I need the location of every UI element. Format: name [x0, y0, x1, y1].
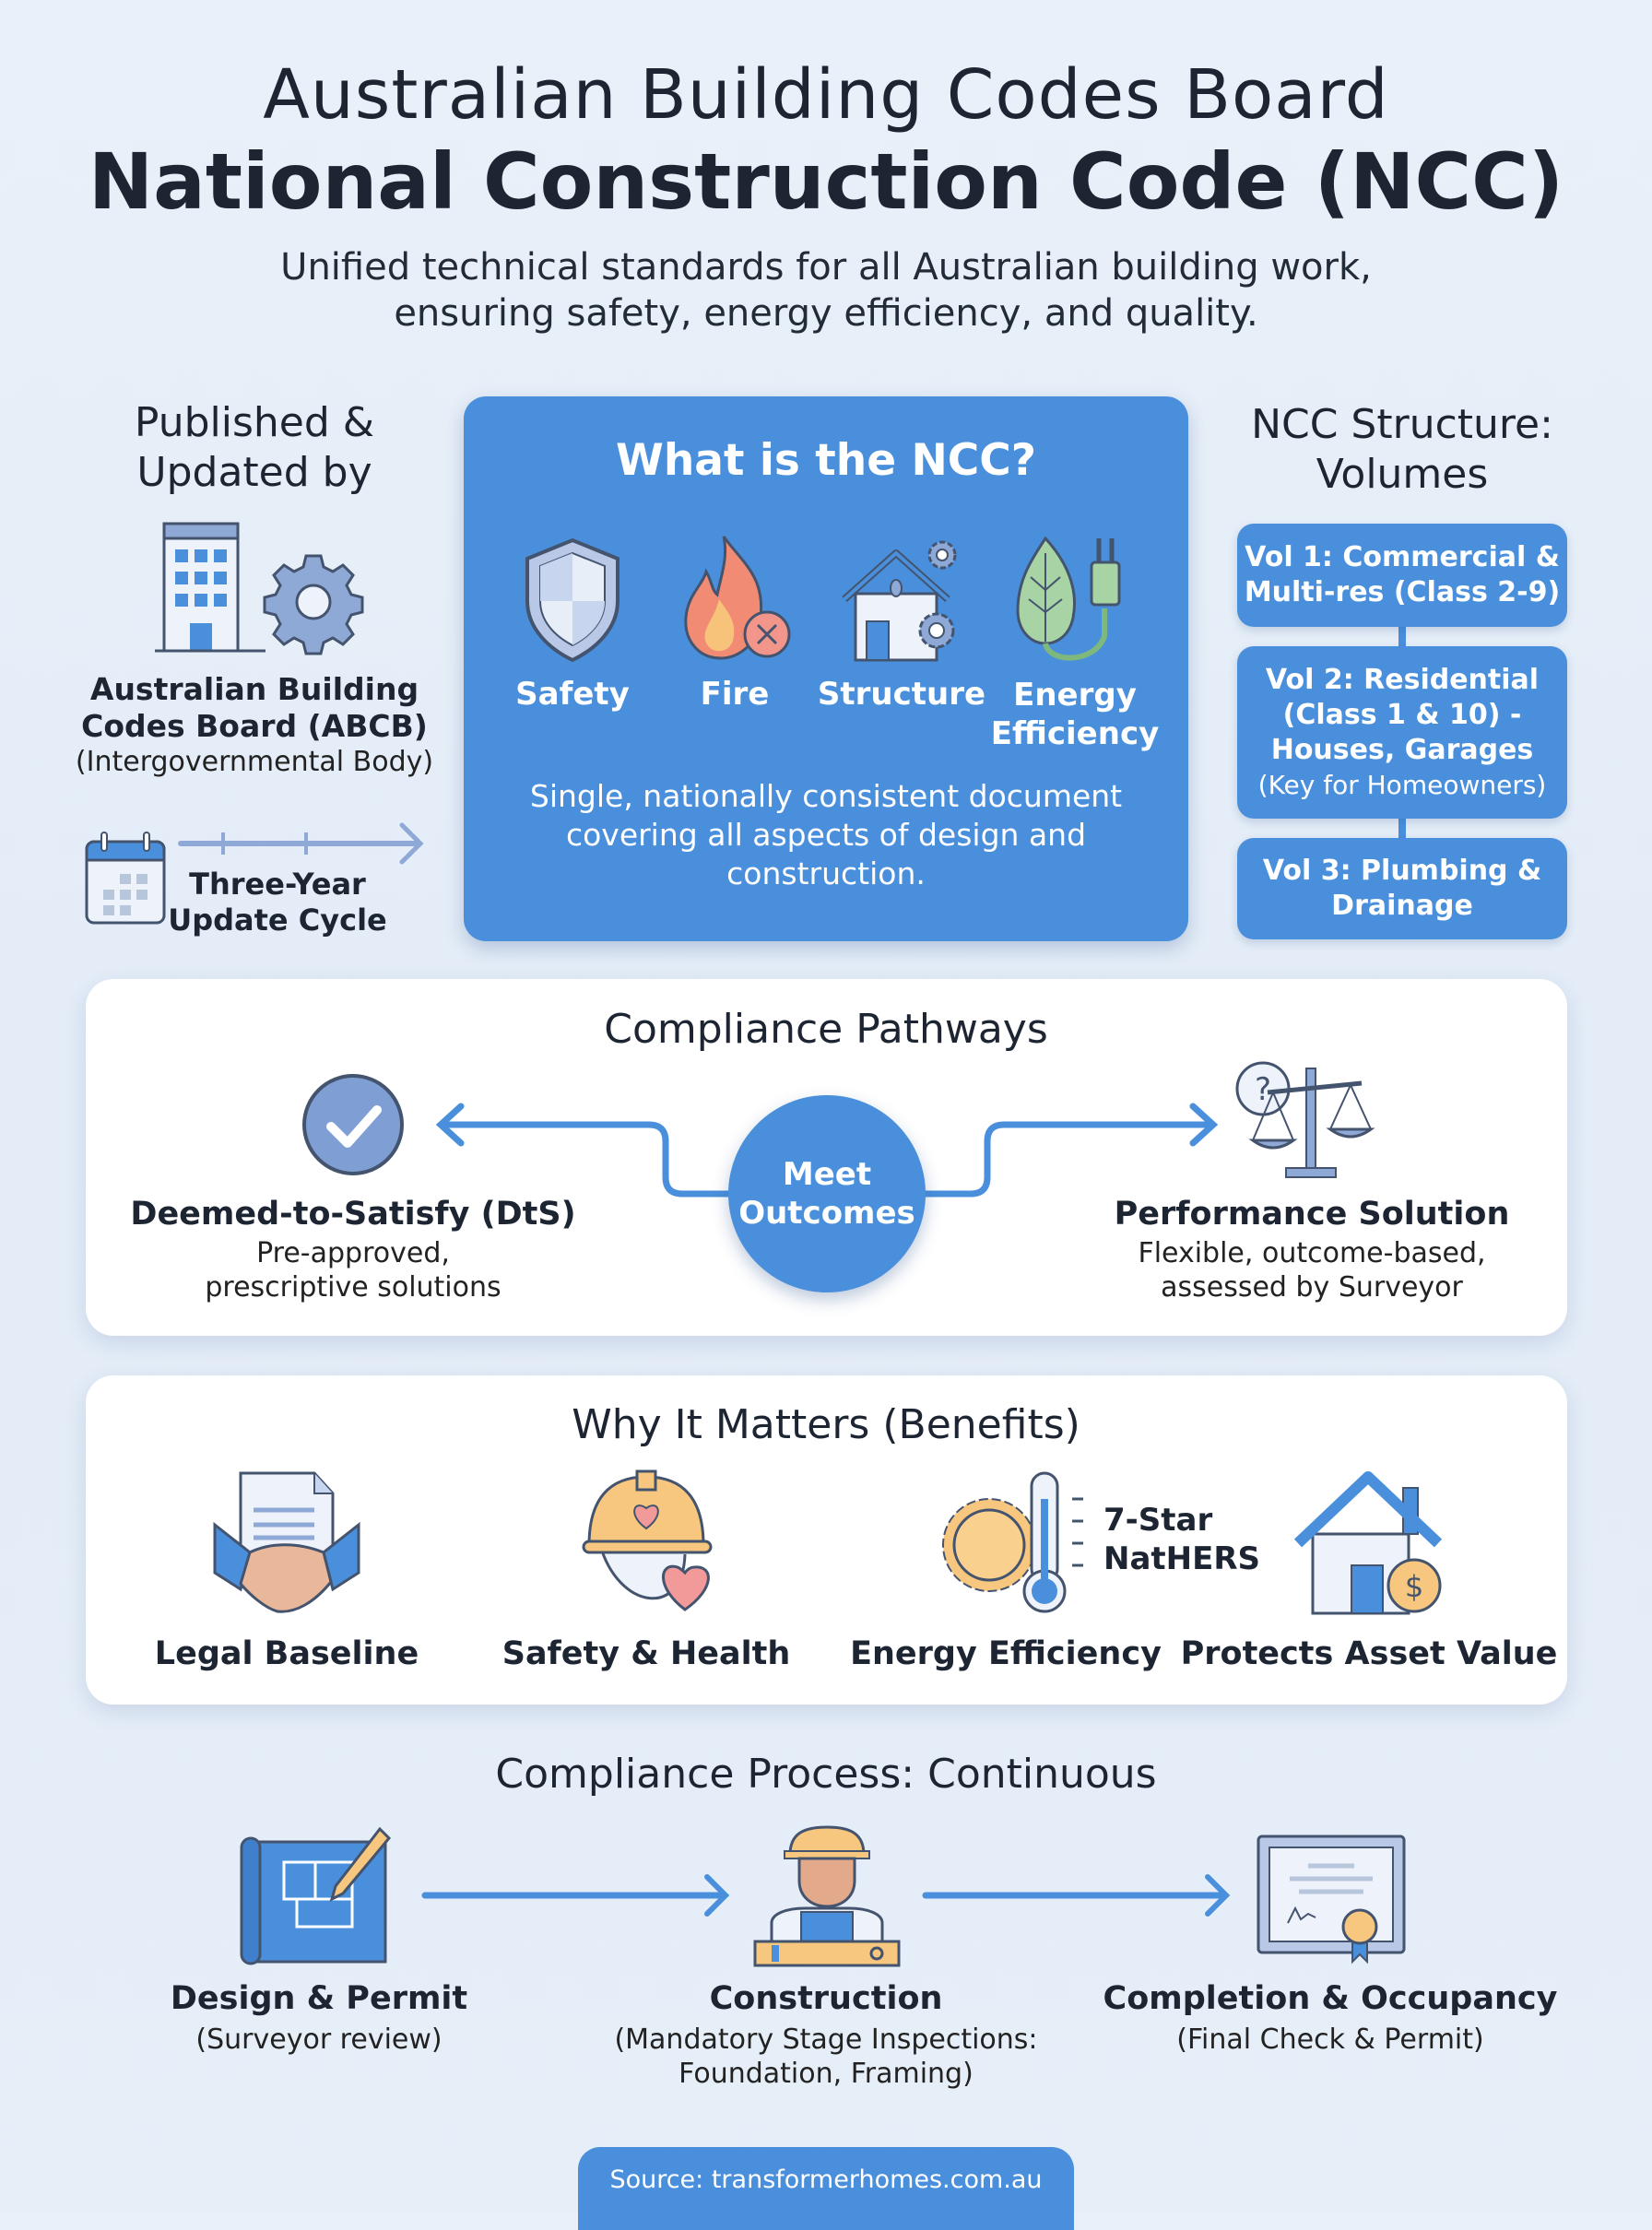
step-construction-title: Construction [709, 1980, 943, 2017]
volume-3: Vol 3: Plumbing &Drainage [1237, 838, 1567, 939]
pillar-fire: Fire [700, 676, 770, 713]
blueprint-pencil-icon [240, 1826, 392, 1965]
construction-worker-icon [753, 1825, 901, 1967]
step-design-title: Design & Permit [170, 1980, 468, 2017]
hardhat-heart-icon [582, 1469, 713, 1611]
publisher-org-note: (Intergovernmental Body) [75, 746, 434, 778]
performance-title: Performance Solution [1114, 1196, 1510, 1233]
benefit-asset-value: Protects Asset Value [1180, 1635, 1558, 1672]
pillar-safety: Safety [515, 676, 630, 713]
dts-title: Deemed-to-Satisfy (DtS) [130, 1196, 576, 1233]
shield-icon [525, 537, 620, 663]
svg-text:?: ? [1255, 1071, 1271, 1108]
publisher-heading: Published &Updated by [134, 399, 375, 496]
header-title-line1: Australian Building Codes Board [263, 55, 1389, 135]
step-completion-title: Completion & Occupancy [1103, 1980, 1558, 2017]
what-is-ncc-title: What is the NCC? [615, 435, 1037, 486]
performance-description: Flexible, outcome-based,assessed by Surv… [1138, 1237, 1486, 1304]
dts-description: Pre-approved,prescriptive solutions [205, 1237, 502, 1304]
gear-icon [263, 554, 364, 655]
step-completion-note: (Final Check & Permit) [1176, 2024, 1484, 2056]
pillar-structure: Structure [817, 676, 986, 713]
step-construction-note: (Mandatory Stage Inspections:Foundation,… [614, 2024, 1038, 2090]
benefit-energy-efficiency: Energy Efficiency [850, 1635, 1162, 1672]
sun-thermometer-icon [942, 1471, 1083, 1613]
leaf-plug-icon [1016, 536, 1121, 661]
checkmark-icon [302, 1074, 404, 1175]
house-dollar-icon: $ [1293, 1471, 1443, 1615]
benefit-legal-baseline: Legal Baseline [154, 1635, 419, 1672]
scales-question-icon: ? [1235, 1061, 1375, 1178]
fire-icon [684, 536, 791, 660]
volume-2: Vol 2: Residential(Class 1 & 10) -Houses… [1237, 646, 1567, 819]
process-arrow-1 [421, 1874, 730, 1917]
benefits-title: Why It Matters (Benefits) [572, 1401, 1080, 1448]
calendar-icon [85, 832, 166, 925]
svg-text:$: $ [1405, 1569, 1423, 1604]
building-icon [155, 522, 266, 653]
benefit-safety-health: Safety & Health [502, 1635, 791, 1672]
source-pill: Source: transformerhomes.com.au [578, 2147, 1074, 2230]
process-arrow-2 [922, 1874, 1231, 1917]
timeline-arrow [178, 822, 424, 865]
certificate-icon [1257, 1835, 1406, 1965]
house-gears-icon [842, 540, 957, 662]
header-subtitle: Unified technical standards for all Aust… [280, 246, 1372, 335]
volume-1: Vol 1: Commercial &Multi-res (Class 2-9) [1237, 524, 1567, 627]
step-design-note: (Surveyor review) [195, 2024, 442, 2056]
process-title: Compliance Process: Continuous [495, 1751, 1157, 1798]
structure-heading: NCC Structure:Volumes [1251, 401, 1553, 498]
source-text: Source: transformerhomes.com.au [609, 2165, 1043, 2194]
header-title-line2: National Construction Code (NCC) [88, 136, 1564, 227]
pathways-title: Compliance Pathways [604, 1006, 1048, 1053]
what-is-ncc-panel [464, 396, 1188, 941]
handshake-icon [213, 1471, 360, 1613]
